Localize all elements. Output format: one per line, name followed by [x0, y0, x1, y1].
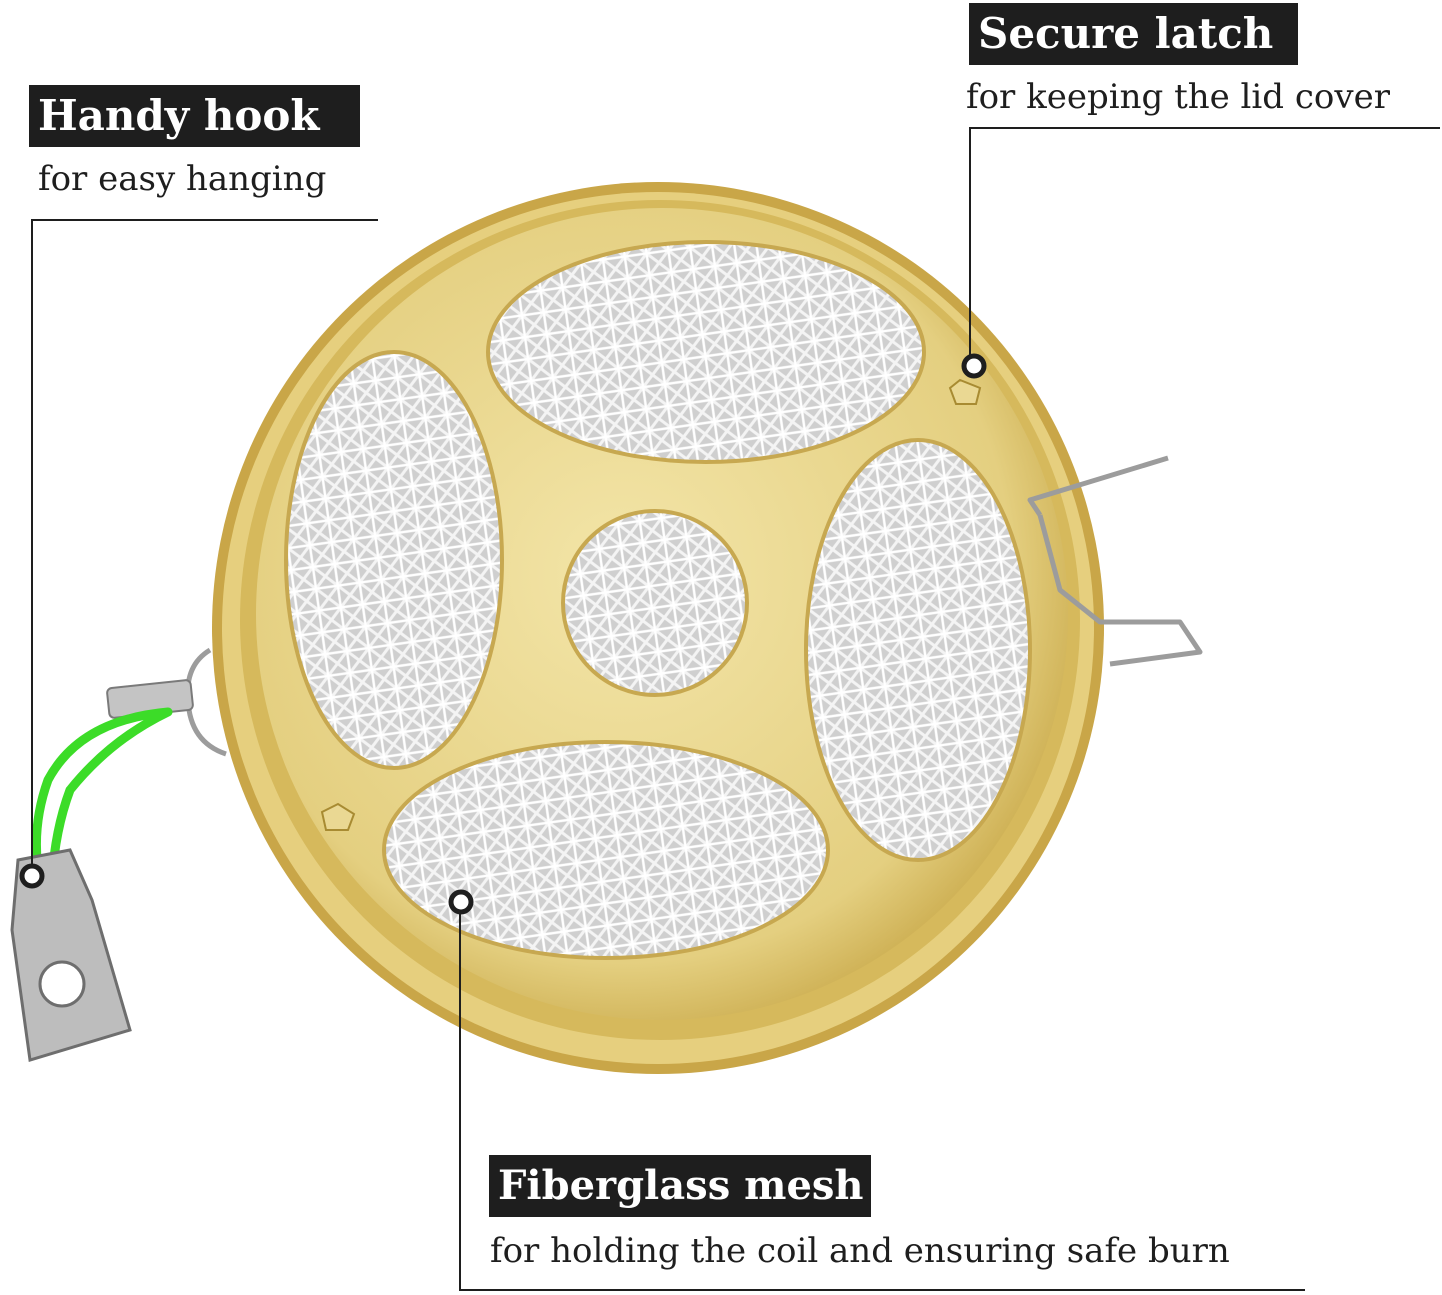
callout-leaders	[31, 127, 1440, 1291]
mesh-window-bottom	[382, 740, 830, 960]
mesh-window-top	[486, 240, 926, 464]
hook-description: for easy hanging	[38, 159, 327, 199]
callout-dots	[19, 353, 987, 915]
mesh-description: for holding the coil and ensuring safe b…	[490, 1231, 1230, 1271]
hook-title: Handy hook	[29, 85, 360, 147]
latch-title: Secure latch	[969, 3, 1298, 65]
mesh-window-right	[804, 438, 1032, 862]
hanging-hook	[10, 647, 227, 1062]
dot-latch	[961, 353, 987, 379]
mesh-title: Fiberglass mesh	[489, 1155, 871, 1217]
steel-hanger	[10, 848, 132, 1062]
leader-latch	[969, 127, 1440, 366]
leader-mesh	[459, 902, 1305, 1291]
dot-mesh	[448, 889, 474, 915]
leader-hook	[31, 219, 378, 876]
green-cord	[31, 707, 173, 885]
dot-hook	[19, 863, 45, 889]
wire-handle	[1027, 455, 1203, 667]
latch-tab	[948, 378, 982, 405]
fiberglass-mesh-windows	[284, 240, 1032, 960]
latch-tab-lower	[320, 802, 356, 831]
mesh-window-center	[561, 509, 749, 697]
latch-description: for keeping the lid cover	[966, 77, 1390, 117]
mesh-window-left	[284, 350, 504, 770]
